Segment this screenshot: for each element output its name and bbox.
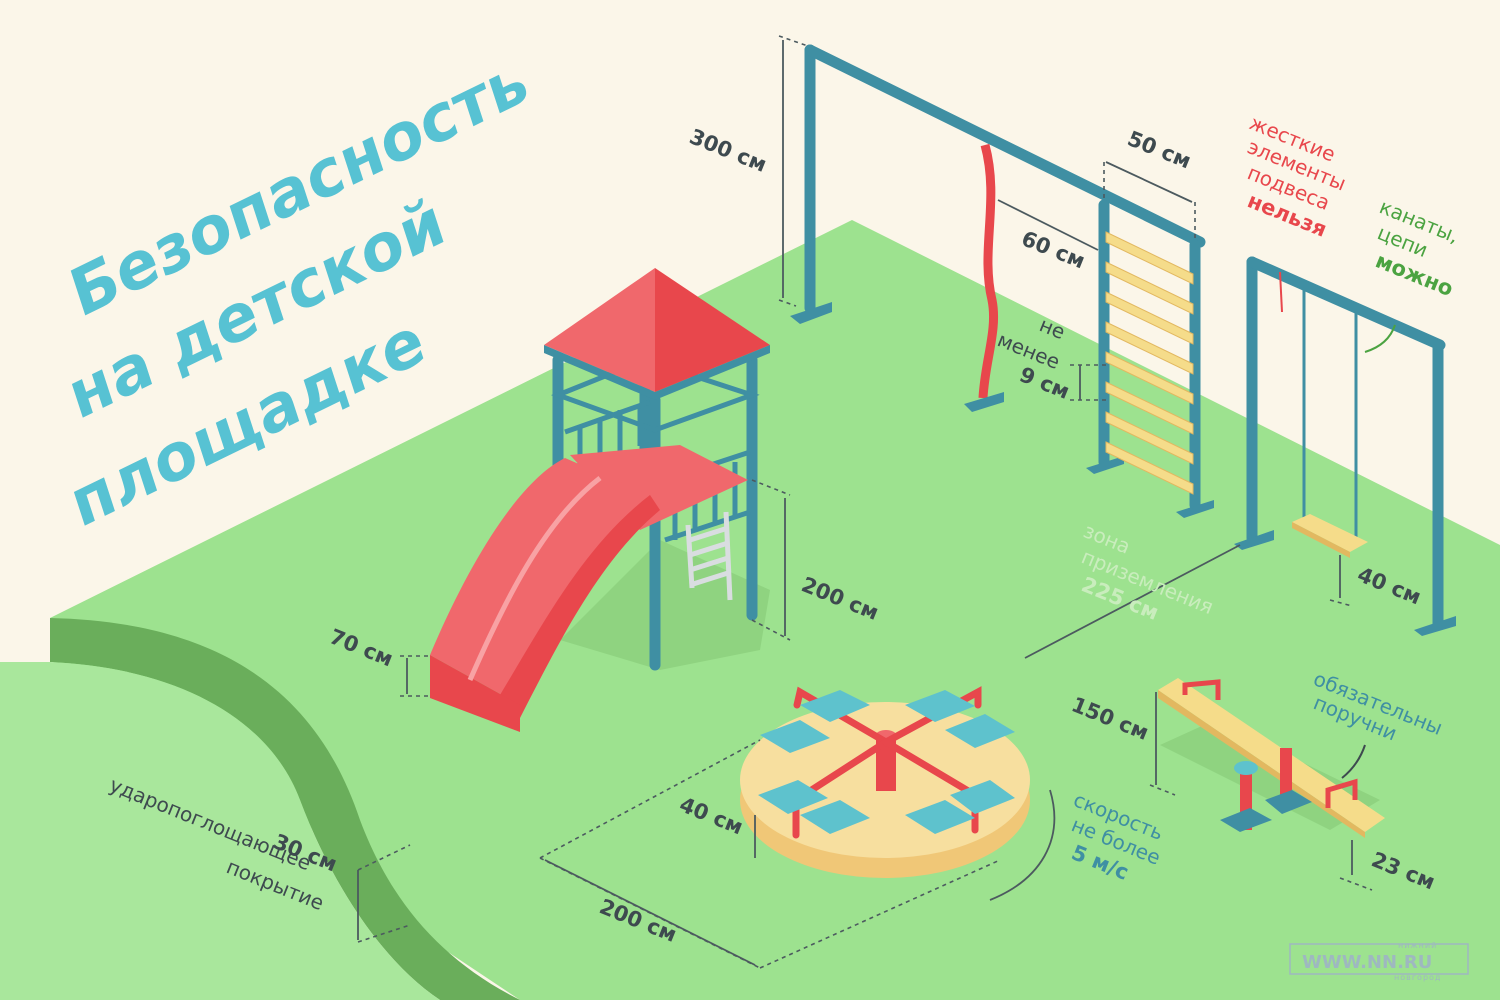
logo-top: нижний: [1398, 941, 1437, 950]
slide-tower: [544, 268, 770, 671]
ground-edge-light: [0, 662, 440, 1000]
label-300cm: 300 см: [686, 124, 770, 177]
carousel-seats: [758, 690, 1015, 834]
roof-right: [655, 268, 770, 392]
ladder-rung: [1105, 231, 1194, 285]
ladder-rung: [1105, 411, 1194, 465]
roof-left: [544, 268, 655, 392]
logo-text: WWW.NN.RU: [1302, 952, 1432, 973]
ladder-rung: [1105, 351, 1194, 405]
nn-ru-logo: нижний WWW.NN.RU новгород: [1289, 941, 1469, 982]
label-60cm: 60 см: [1018, 226, 1088, 273]
ladder-rung: [1105, 441, 1194, 495]
carousel: [740, 686, 1030, 878]
logo-bottom: новгород: [1394, 973, 1441, 982]
ladder-rung: [1105, 381, 1194, 435]
ladder-rungs: [1105, 231, 1194, 495]
label-50cm: 50 см: [1124, 126, 1194, 173]
tower-ladder: [685, 511, 733, 601]
swing-seat: [1292, 514, 1368, 552]
dimension-lines: [357, 35, 1396, 969]
slide-platform: [570, 445, 748, 530]
swing-set: [1234, 256, 1456, 636]
ladder-rung: [1105, 261, 1194, 315]
ladder-rung: [1105, 321, 1194, 375]
seesaw: [1158, 678, 1385, 838]
ground-surface: [50, 220, 1500, 1000]
tower-shadow: [560, 540, 770, 670]
red-slide: [430, 458, 660, 732]
ladder-rung: [1105, 291, 1194, 345]
climbing-rope: [978, 143, 999, 399]
wall-ladder: [1086, 199, 1214, 518]
horizontal-bar-frame: [790, 44, 1206, 412]
ground-edge: [50, 618, 520, 1000]
